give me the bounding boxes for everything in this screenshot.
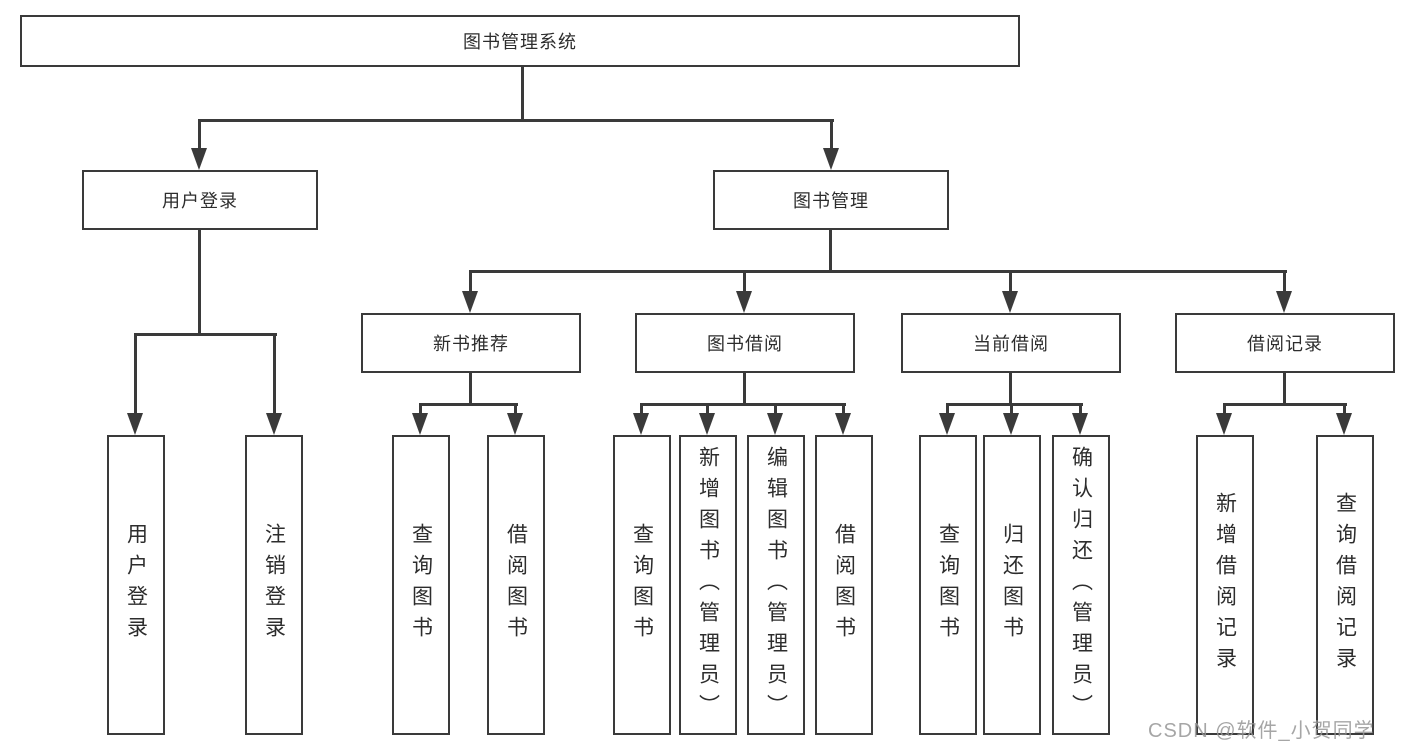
arrow-down-icon bbox=[1003, 413, 1019, 435]
arrow-down-icon bbox=[127, 413, 143, 435]
node-new-book-recommend: 新书推荐 bbox=[361, 313, 581, 373]
connector-line bbox=[134, 333, 277, 336]
connector-line bbox=[1283, 273, 1286, 293]
leaf-logout: 注销登录 bbox=[245, 435, 303, 735]
connector-line bbox=[830, 122, 833, 150]
leaf-logout-label: 注销登录 bbox=[262, 523, 286, 647]
leaf-query-borrow-record: 查询借阅记录 bbox=[1316, 435, 1374, 735]
arrow-down-icon bbox=[191, 148, 207, 170]
arrow-down-icon bbox=[1276, 291, 1292, 313]
leaf-borrow-books-label: 借阅图书 bbox=[832, 523, 856, 647]
node-user-login: 用户登录 bbox=[82, 170, 318, 230]
node-current-borrow-label: 当前借阅 bbox=[973, 334, 1049, 354]
leaf-confirm-return-admin: 确认归还（管理员） bbox=[1052, 435, 1110, 735]
node-borrow-record-label: 借阅记录 bbox=[1247, 334, 1323, 354]
connector-line bbox=[1009, 273, 1012, 293]
connector-line bbox=[1223, 406, 1226, 416]
arrow-down-icon bbox=[1072, 413, 1088, 435]
leaf-add-books-admin: 新增图书（管理员） bbox=[679, 435, 737, 735]
node-book-management-label: 图书管理 bbox=[793, 191, 869, 211]
arrow-down-icon bbox=[1002, 291, 1018, 313]
node-user-login-label: 用户登录 bbox=[162, 191, 238, 211]
node-book-borrow: 图书借阅 bbox=[635, 313, 855, 373]
leaf-return-books: 归还图书 bbox=[983, 435, 1041, 735]
connector-line bbox=[1079, 406, 1082, 416]
connector-line bbox=[1283, 373, 1286, 403]
connector-line bbox=[842, 406, 845, 416]
connector-line bbox=[419, 403, 518, 406]
leaf-user-login: 用户登录 bbox=[107, 435, 165, 735]
leaf-return-books-label: 归还图书 bbox=[1000, 523, 1024, 647]
leaf-recommend-borrow-books: 借阅图书 bbox=[487, 435, 545, 735]
connector-line bbox=[1223, 403, 1347, 406]
node-book-borrow-label: 图书借阅 bbox=[707, 334, 783, 354]
leaf-add-borrow-record: 新增借阅记录 bbox=[1196, 435, 1254, 735]
arrow-down-icon bbox=[767, 413, 783, 435]
connector-line bbox=[743, 273, 746, 293]
leaf-borrow-query-books-label: 查询图书 bbox=[630, 523, 654, 647]
connector-line bbox=[469, 273, 472, 293]
leaf-add-borrow-record-label: 新增借阅记录 bbox=[1213, 492, 1237, 678]
connector-line bbox=[829, 230, 832, 270]
connector-line bbox=[946, 406, 949, 416]
connector-line bbox=[469, 270, 1287, 273]
connector-line bbox=[1009, 373, 1012, 403]
node-book-management: 图书管理 bbox=[713, 170, 949, 230]
leaf-confirm-return-admin-label: 确认归还（管理员） bbox=[1069, 445, 1093, 725]
leaf-recommend-borrow-books-label: 借阅图书 bbox=[504, 523, 528, 647]
leaf-recommend-query-books-label: 查询图书 bbox=[409, 523, 433, 647]
connector-line bbox=[1343, 406, 1346, 416]
leaf-query-borrow-record-label: 查询借阅记录 bbox=[1333, 492, 1357, 678]
arrow-down-icon bbox=[412, 413, 428, 435]
connector-line bbox=[774, 406, 777, 416]
leaf-edit-books-admin: 编辑图书（管理员） bbox=[747, 435, 805, 735]
arrow-down-icon bbox=[939, 413, 955, 435]
connector-line bbox=[514, 406, 517, 416]
arrow-down-icon bbox=[462, 291, 478, 313]
connector-line bbox=[134, 336, 137, 414]
connector-line bbox=[706, 406, 709, 416]
connector-line bbox=[198, 122, 201, 150]
node-root-label: 图书管理系统 bbox=[463, 32, 577, 52]
connector-line bbox=[946, 403, 1083, 406]
arrow-down-icon bbox=[835, 413, 851, 435]
connector-line bbox=[419, 406, 422, 416]
arrow-down-icon bbox=[507, 413, 523, 435]
connector-line bbox=[1010, 406, 1013, 416]
connector-line bbox=[198, 119, 834, 122]
leaf-current-query-books-label: 查询图书 bbox=[936, 523, 960, 647]
leaf-current-query-books: 查询图书 bbox=[919, 435, 977, 735]
node-root-library-system: 图书管理系统 bbox=[20, 15, 1020, 67]
node-new-book-recommend-label: 新书推荐 bbox=[433, 334, 509, 354]
connector-line bbox=[469, 373, 472, 403]
leaf-borrow-query-books: 查询图书 bbox=[613, 435, 671, 735]
connector-line bbox=[521, 67, 524, 119]
leaf-edit-books-admin-label: 编辑图书（管理员） bbox=[764, 445, 788, 725]
leaf-add-books-admin-label: 新增图书（管理员） bbox=[696, 445, 720, 725]
connector-line bbox=[198, 230, 201, 333]
arrow-down-icon bbox=[266, 413, 282, 435]
arrow-down-icon bbox=[633, 413, 649, 435]
leaf-borrow-books: 借阅图书 bbox=[815, 435, 873, 735]
leaf-user-login-label: 用户登录 bbox=[124, 523, 148, 647]
arrow-down-icon bbox=[736, 291, 752, 313]
arrow-down-icon bbox=[1336, 413, 1352, 435]
leaf-recommend-query-books: 查询图书 bbox=[392, 435, 450, 735]
csdn-watermark: CSDN @软件_小贺同学 bbox=[1148, 720, 1375, 742]
connector-line bbox=[640, 403, 846, 406]
arrow-down-icon bbox=[699, 413, 715, 435]
connector-line bbox=[743, 373, 746, 403]
connector-line bbox=[640, 406, 643, 416]
node-borrow-record: 借阅记录 bbox=[1175, 313, 1395, 373]
arrow-down-icon bbox=[1216, 413, 1232, 435]
connector-line bbox=[273, 336, 276, 414]
arrow-down-icon bbox=[823, 148, 839, 170]
node-current-borrow: 当前借阅 bbox=[901, 313, 1121, 373]
